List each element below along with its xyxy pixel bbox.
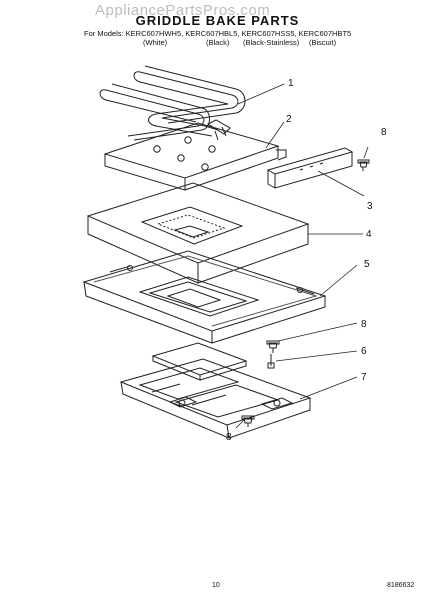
leader-5: [319, 264, 358, 297]
document-number: 8186632: [387, 582, 415, 589]
callout-5: 5: [364, 259, 370, 270]
watermark-text: AppliancePartsPros.com: [95, 2, 271, 19]
callout-2: 2: [286, 114, 292, 125]
part-2-griddle-plate: [103, 122, 287, 191]
part-8-screw-bottom: [241, 415, 255, 427]
part-8-screw-middle: [266, 340, 280, 353]
color-label-black: (Black): [206, 38, 230, 47]
leader-2: [265, 121, 285, 149]
part-3-side-trim: [266, 147, 354, 189]
part-1-bake-element: [99, 65, 246, 141]
model-list: For Models: KERC607HWH5, KERC607HBL5, KE…: [84, 29, 352, 38]
page-number: 10: [212, 582, 220, 589]
callout-8-top: 8: [381, 127, 387, 138]
color-label-black-stainless: (Black-Stainless): [243, 38, 300, 47]
leader-1: [237, 83, 285, 105]
page-title: GRIDDLE BAKE PARTS: [135, 13, 300, 28]
part-5-bottom-pan: [82, 250, 327, 344]
callout-8-middle: 8: [361, 319, 367, 330]
leader-6: [275, 350, 358, 362]
leader-8-bottom: [235, 419, 245, 429]
leader-8-top: [363, 146, 369, 159]
leader-8-middle: [277, 322, 358, 342]
color-label-biscuit: (Biscuit): [309, 38, 337, 47]
leader-lines: [235, 83, 369, 429]
callout-7: 7: [361, 372, 367, 383]
callout-1: 1: [288, 78, 294, 89]
callout-6: 6: [361, 346, 367, 357]
part-4-insulation: [86, 182, 310, 284]
callout-4: 4: [366, 229, 372, 240]
part-6-terminal-plate: [151, 342, 275, 381]
callout-3: 3: [367, 201, 373, 212]
part-7-heat-shield: [119, 358, 312, 439]
callout-8-bottom: 8: [226, 432, 232, 443]
part-8-screw-top: [357, 159, 370, 171]
leader-7: [299, 376, 358, 400]
color-label-white: (White): [143, 38, 168, 47]
leader-3: [317, 170, 365, 197]
